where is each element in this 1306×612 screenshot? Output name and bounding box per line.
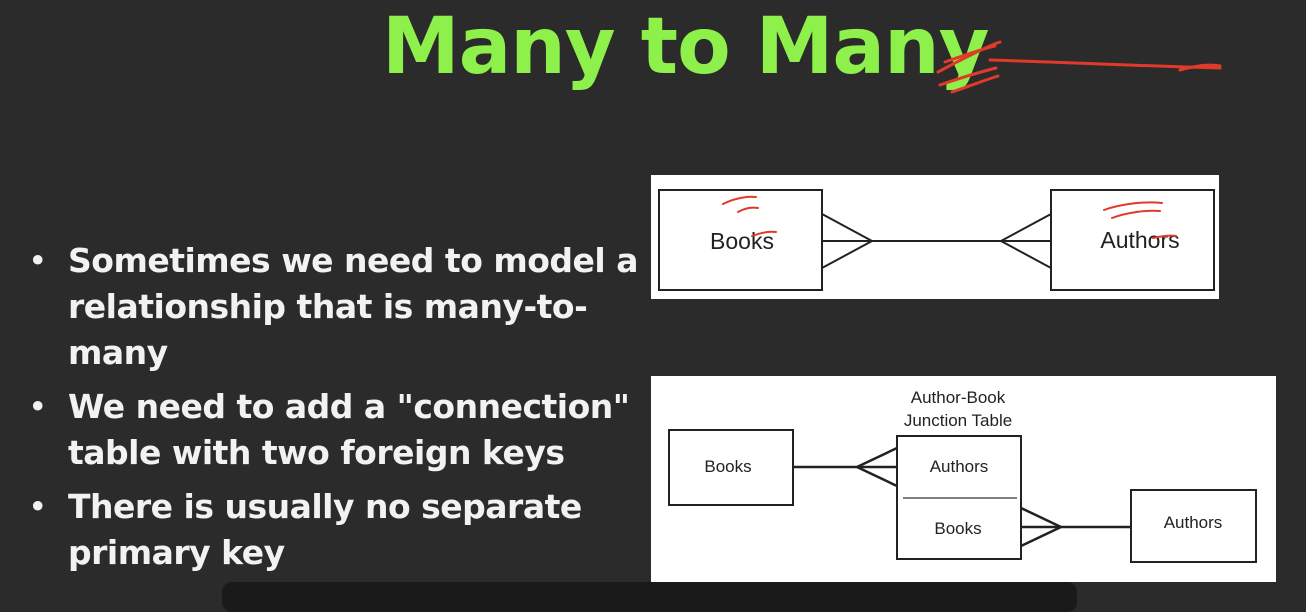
bullet-item: • Sometimes we need to model a relationsh…	[28, 238, 643, 376]
junction-title-line2: Junction Table	[904, 411, 1012, 430]
bullet-dot: •	[28, 387, 47, 426]
junction-title-line1: Author-Book	[911, 388, 1006, 407]
video-control-bar	[222, 582, 1077, 612]
diagram-canvas: Books Authors Author-Book Junction Table…	[651, 40, 1276, 582]
junction-field-authors: Authors	[930, 457, 989, 476]
bullet-dot: •	[28, 241, 47, 280]
slide-title: Many to Many	[382, 2, 989, 92]
bullet-item: • We need to add a "connection" table wit…	[28, 384, 643, 476]
junction-field-books: Books	[934, 519, 981, 538]
crowfoot-junction-left	[856, 446, 898, 488]
crowfoot-left	[821, 213, 873, 269]
entity-books-box	[658, 189, 823, 291]
crowfoot-junction-right	[1020, 506, 1062, 548]
entity-authors-label-bottom: Authors	[1164, 513, 1223, 532]
label-annotation	[722, 195, 1177, 239]
entity-books-box-bottom	[668, 429, 794, 506]
entity-books-label-bottom: Books	[704, 457, 751, 476]
diagram-bottom: Author-Book Junction Table Books Authors…	[651, 376, 1276, 582]
bullet-text: Sometimes we need to model a relationshi…	[68, 241, 638, 372]
diagram-top: Books Authors	[651, 175, 1219, 299]
crowfoot-right	[1000, 213, 1052, 269]
entity-authors-box	[1050, 189, 1215, 291]
entity-authors-box-bottom	[1130, 489, 1257, 563]
bullet-text: There is usually no separate primary key	[68, 487, 582, 572]
bullet-item: • There is usually no separate primary ke…	[28, 484, 643, 576]
bullet-text: We need to add a "connection" table with…	[68, 387, 630, 472]
bullet-dot: •	[28, 487, 47, 526]
bullet-list: • Sometimes we need to model a relationsh…	[28, 238, 643, 584]
title-annotation	[936, 40, 1222, 94]
entity-authors-label: Authors	[1100, 227, 1179, 253]
